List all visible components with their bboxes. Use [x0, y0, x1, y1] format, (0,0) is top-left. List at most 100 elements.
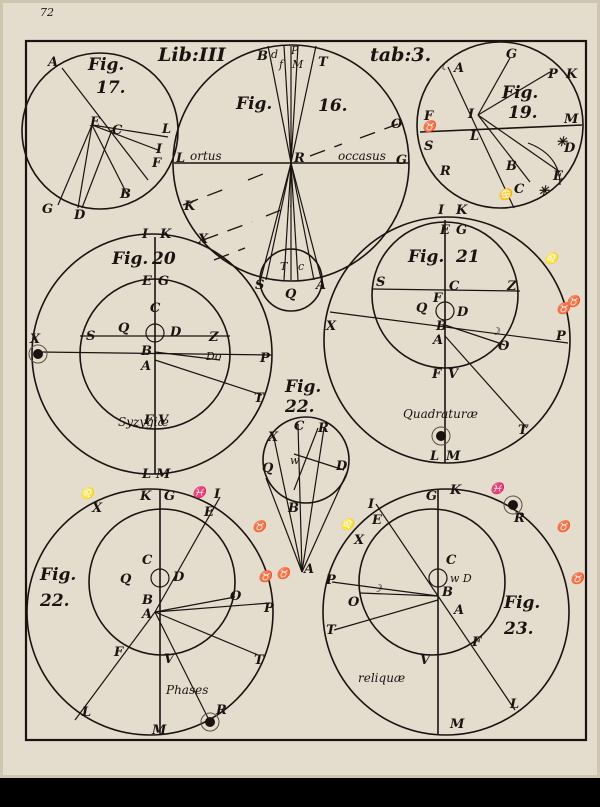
fig21-label: L	[429, 449, 439, 464]
fig21-label: C	[449, 279, 460, 294]
fig22b-label: V	[164, 652, 176, 667]
fig21-label: F	[432, 291, 443, 306]
fig16-label: Q	[285, 287, 297, 302]
fig20-label: E	[141, 274, 153, 289]
fig21-label: E	[439, 223, 451, 238]
fig23-label: L	[509, 697, 519, 712]
fig22b-label: E	[203, 505, 215, 520]
fig21-label: P	[555, 329, 567, 344]
fig20-label: Z	[208, 330, 219, 345]
fig22b-label: T	[254, 653, 265, 668]
fig22b-label: G	[164, 489, 175, 504]
svg-text:♉: ♉	[276, 567, 292, 580]
fig20-label: G	[158, 274, 169, 289]
svg-text:☾: ☾	[440, 60, 450, 73]
fig20-label: Q	[118, 321, 130, 336]
fig16-label: c	[298, 260, 304, 273]
fig17-label: B	[119, 187, 131, 202]
fig19-label: L	[469, 129, 479, 144]
fig23-label: V	[420, 653, 432, 668]
book-label: Lib:III	[157, 44, 227, 66]
fig23-label: T	[326, 623, 337, 638]
fig23-label: A	[452, 603, 464, 618]
fig23-number: 23.	[503, 619, 534, 639]
fig22b-label: X	[91, 501, 103, 516]
fig17-label: G	[42, 202, 53, 217]
fig23-label: B	[441, 585, 453, 600]
fig22b-label: O	[230, 589, 242, 604]
fig22b-label: C	[142, 553, 153, 568]
svg-text:♓: ♓	[490, 482, 506, 495]
fig20-title: Fig.	[111, 249, 148, 269]
fig21-label: D	[456, 305, 469, 320]
fig16-number: 16.	[318, 96, 348, 116]
fig16-label: f	[278, 58, 285, 71]
fig17-label: A	[46, 55, 58, 70]
table-label: tab:3.	[370, 44, 431, 66]
svg-text:Do: Do	[205, 350, 222, 363]
fig19-label: E	[552, 169, 564, 184]
fig19-label: R	[439, 164, 451, 179]
page-number: 72	[40, 6, 54, 19]
fig22b-label: P	[263, 601, 275, 616]
figure-22b: Fig. 22. Phases K G I E X C Q D O P B A …	[26, 486, 275, 738]
svg-text:♌: ♌	[80, 487, 96, 500]
fig19-label: F	[423, 109, 434, 124]
fig22b-title: Fig.	[39, 565, 76, 585]
fig22b-label: D	[172, 570, 185, 585]
svg-text:♌: ♌	[340, 518, 356, 531]
fig17-label: E	[89, 115, 101, 130]
svg-text:♉: ♉	[570, 572, 586, 585]
fig23-title: Fig.	[503, 593, 540, 613]
fig21-label: I	[437, 203, 445, 218]
figure-16: Fig. 16. ortus occasus B d P f M T O L R…	[172, 44, 410, 312]
fig22b-label: I	[213, 487, 221, 502]
fig23-caption: reliquæ	[358, 671, 405, 685]
fig16-label: A	[314, 278, 326, 293]
fig16-label: L	[175, 151, 185, 166]
fig22a-number: 22.	[284, 397, 315, 417]
fig23-label: O	[348, 595, 360, 610]
fig23-label: C	[446, 553, 457, 568]
fig22a-label: C	[294, 419, 305, 434]
fig20-label: X	[29, 332, 41, 347]
fig19-label: A	[452, 61, 464, 76]
fig22b-label: M	[151, 723, 167, 738]
fig17-label: C	[112, 123, 123, 138]
fig22b-label: K	[139, 489, 152, 504]
fig23-label: R	[513, 511, 525, 526]
fig19-label: G	[506, 47, 517, 62]
fig23-label: F	[471, 635, 482, 650]
fig23-label: I	[367, 497, 375, 512]
fig16-label: d	[271, 48, 278, 61]
fig23-label: G	[426, 489, 437, 504]
fig20-caption: Syzygiæ	[118, 415, 169, 429]
fig21-label: Z	[506, 279, 517, 294]
fig23-label: X	[353, 533, 365, 548]
fig21-label: F	[431, 367, 442, 382]
svg-text:♋: ♋	[498, 188, 514, 201]
fig21-label: K	[455, 203, 468, 218]
svg-text:♉: ♉	[422, 120, 438, 133]
fig16-label: T	[280, 260, 289, 273]
fig21-label: M	[445, 449, 461, 464]
fig22b-number: 22.	[39, 591, 70, 611]
fig19-label: C	[514, 182, 525, 197]
figure-23: Fig. 23. reliquæ I G K R E X C P O B A T…	[322, 482, 586, 736]
svg-text:✳: ✳	[538, 184, 550, 199]
fig20-label: L	[141, 467, 151, 482]
fig16-label: R	[293, 151, 305, 166]
fig23-label: P	[325, 573, 337, 588]
fig20-label: K	[159, 227, 172, 242]
fig21-label: T	[518, 423, 529, 438]
fig20-label: I	[141, 227, 149, 242]
svg-text:☽: ☽	[490, 325, 501, 338]
svg-text:✳: ✳	[556, 135, 568, 150]
svg-text:♌: ♌	[544, 252, 560, 265]
fig19-label: P	[547, 67, 559, 82]
fig22b-label: A	[140, 607, 152, 622]
figure-19: Fig. 19. A G P K I M F S L R B D E C ♋ ✳…	[416, 41, 584, 209]
svg-text:♉: ♉	[252, 520, 268, 533]
fig21-caption: Quadraturæ	[403, 407, 478, 421]
